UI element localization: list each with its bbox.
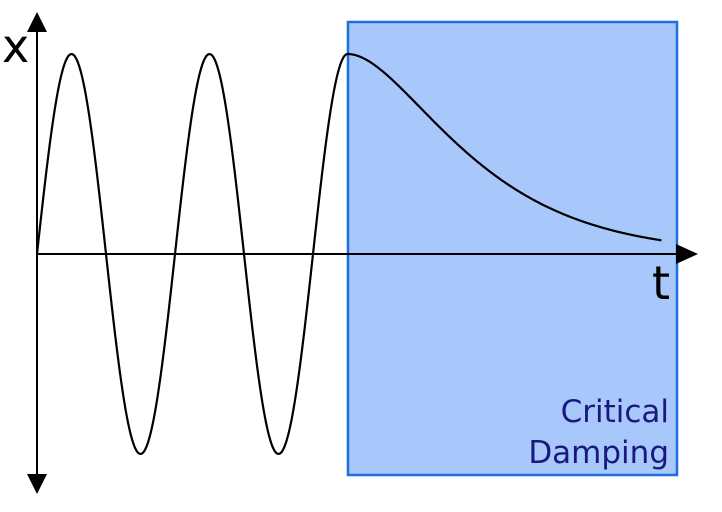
displacement-curve — [35, 52, 662, 455]
critical-damping-label-line1: Critical — [561, 394, 669, 430]
t-axis — [37, 244, 698, 264]
t-axis-label: t — [652, 256, 670, 310]
critical-damping-region — [346, 20, 679, 477]
x-axis-up-arrow — [27, 12, 47, 32]
x-axis-label: x — [2, 19, 29, 73]
t-axis-right-arrow — [676, 244, 698, 264]
x-axis-down-arrow — [27, 474, 47, 494]
critical-damping-label-line2: Damping — [528, 435, 669, 471]
